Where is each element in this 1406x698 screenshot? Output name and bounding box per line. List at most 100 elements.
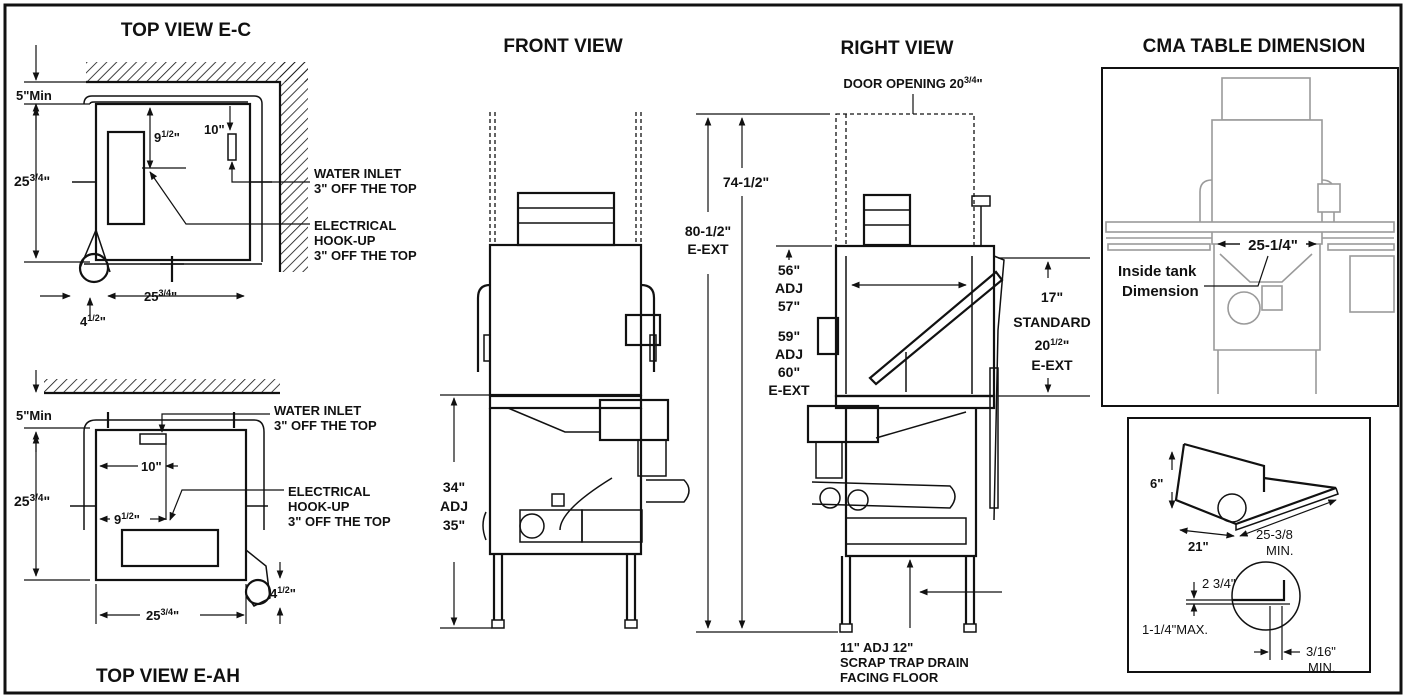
cma-tank-slope bbox=[1219, 253, 1313, 283]
dim-lip-max: 1-1/4"MAX. bbox=[1142, 622, 1208, 637]
dim-gap-min-label: MIN. bbox=[1308, 660, 1335, 675]
leader-tank bbox=[1204, 255, 1269, 287]
dim-label-bg bbox=[1240, 236, 1306, 254]
label-water-inlet-height: 3" OFF THE TOP bbox=[274, 418, 377, 433]
label-drain-height: 11" ADJ 12" bbox=[840, 640, 913, 655]
dim-height-60: 60" bbox=[778, 364, 800, 380]
label-electrical: ELECTRICAL bbox=[288, 484, 370, 499]
valve bbox=[551, 493, 565, 507]
tank-slope bbox=[507, 407, 600, 433]
cma-tank bbox=[1213, 244, 1321, 351]
foot bbox=[963, 623, 977, 633]
control-box bbox=[106, 130, 146, 226]
cma-table-lip bbox=[1327, 243, 1395, 251]
dim-line bbox=[1239, 499, 1337, 537]
dim-height-adj: ADJ bbox=[440, 498, 468, 514]
pump-housing bbox=[519, 513, 545, 539]
dim-height-34: 34" bbox=[443, 479, 465, 495]
drain-line bbox=[811, 481, 956, 509]
foot bbox=[839, 623, 853, 633]
dim-min-clearance: 5"Min bbox=[16, 408, 52, 423]
side-cable bbox=[993, 255, 1005, 521]
detail-callout bbox=[1217, 493, 1247, 523]
cma-pump bbox=[1227, 291, 1261, 325]
door-rail bbox=[83, 95, 263, 262]
cma-top-panel bbox=[1221, 77, 1311, 121]
dim-line bbox=[1179, 527, 1235, 539]
right-view: RIGHT VIEW DOOR OPENING 203/4" bbox=[685, 38, 1091, 685]
dim-height-35: 35" bbox=[443, 517, 465, 533]
drain-elbow bbox=[819, 487, 841, 509]
tank-frame bbox=[844, 408, 978, 558]
dim-height-59-adj: ADJ bbox=[775, 346, 803, 362]
dim-height-59-ext: E-EXT bbox=[768, 382, 810, 398]
label-hookup: HOOK-UP bbox=[288, 499, 350, 514]
sheet-border bbox=[3, 3, 1403, 695]
hood-handle bbox=[640, 283, 656, 372]
dim-offset: 41/2" bbox=[270, 585, 296, 601]
control-box bbox=[816, 316, 840, 356]
dim-width: 253/4" bbox=[144, 288, 177, 304]
cma-table-view: CMA TABLE DIMENSION 25-1/4" Inside tank … bbox=[1101, 36, 1399, 675]
leader-electrical bbox=[149, 171, 310, 225]
dim-depth: 253/4" bbox=[14, 493, 50, 509]
hood bbox=[488, 243, 643, 397]
wall-hatch bbox=[86, 62, 308, 82]
drain-pipe bbox=[815, 441, 843, 479]
dim-lip-height: 2 3/4" bbox=[1202, 576, 1236, 591]
dim-height-59: 59" bbox=[778, 328, 800, 344]
cma-side-table bbox=[1349, 255, 1395, 313]
handle-grip bbox=[649, 334, 657, 362]
cma-table-lip bbox=[1107, 243, 1211, 251]
leader-water-inlet bbox=[158, 413, 270, 433]
label-hookup: HOOK-UP bbox=[314, 233, 376, 248]
dim-height-56: 56" bbox=[778, 262, 800, 278]
top-panel bbox=[516, 191, 616, 247]
dim-tank-width: 25-1/4" bbox=[1248, 237, 1298, 254]
wall-line bbox=[86, 80, 282, 272]
label-electrical-height: 3" OFF THE TOP bbox=[314, 248, 417, 263]
dim-height-57: 57" bbox=[778, 298, 800, 314]
detail-circle bbox=[1231, 561, 1301, 631]
drain-elbow bbox=[646, 479, 690, 503]
dim-door-ext-label: E-EXT bbox=[1031, 357, 1073, 373]
wall-hatch bbox=[280, 62, 308, 272]
dim-height-total-std: 74-1/2" bbox=[723, 174, 769, 190]
dim-door-std: 17" bbox=[1041, 289, 1063, 305]
foot bbox=[624, 619, 638, 629]
machine-outline bbox=[94, 102, 252, 262]
cma-drain bbox=[1261, 285, 1283, 311]
pump-motor bbox=[845, 517, 967, 545]
cma-detail-panel bbox=[1127, 417, 1371, 673]
heater bbox=[581, 509, 643, 543]
top-panel bbox=[862, 193, 912, 247]
dim-door-std-label: STANDARD bbox=[1013, 314, 1091, 330]
handle-grip bbox=[483, 334, 491, 362]
leader-electrical bbox=[169, 489, 284, 521]
machine-outline bbox=[94, 428, 248, 582]
label-electrical-height: 3" OFF THE TOP bbox=[288, 514, 391, 529]
drain-elbow bbox=[847, 489, 869, 511]
drain-pipe bbox=[637, 439, 667, 477]
dim-height-56-adj: ADJ bbox=[775, 280, 803, 296]
cma-control bbox=[1317, 183, 1341, 213]
table-splash bbox=[1183, 442, 1266, 492]
label-water-inlet-height: 3" OFF THE TOP bbox=[314, 181, 417, 196]
water-valve bbox=[971, 195, 991, 207]
wall-hatch bbox=[44, 379, 280, 393]
leader-water-inlet bbox=[228, 161, 310, 183]
door-rail bbox=[83, 419, 265, 530]
dim-table-min: 25-3/8 bbox=[1256, 527, 1293, 542]
door-raised-outline bbox=[835, 113, 975, 247]
pump-end bbox=[482, 511, 487, 541]
dim-table-depth: 21" bbox=[1188, 539, 1209, 554]
label-door-opening: DOOR OPENING 203/4" bbox=[843, 75, 982, 91]
water-inlet-fitting bbox=[227, 133, 237, 161]
title-cma: CMA TABLE DIMENSION bbox=[1143, 36, 1366, 57]
dim-inlet-x: 91/2" bbox=[154, 129, 180, 145]
dim-electrical-x: 91/2" bbox=[114, 511, 140, 527]
dim-gap-min: 3/16" bbox=[1306, 644, 1336, 659]
dim-table-min-label: MIN. bbox=[1266, 543, 1293, 558]
hinge-arm bbox=[79, 227, 111, 273]
